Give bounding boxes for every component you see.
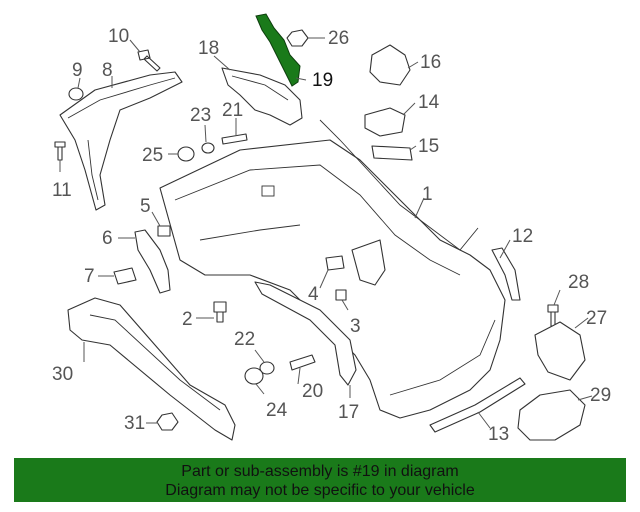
bumper-cover — [159, 119, 506, 419]
callout-21: 21 — [222, 100, 243, 121]
callout-2: 2 — [182, 309, 193, 330]
callout-1: 1 — [422, 184, 433, 205]
info-banner: Part or sub-assembly is #19 in diagram D… — [14, 458, 626, 502]
callout-6: 6 — [102, 228, 113, 249]
bracket-8 — [59, 71, 183, 211]
callout-14: 14 — [418, 92, 440, 113]
callout-3: 3 — [350, 316, 361, 337]
callout-25: 25 — [142, 145, 163, 166]
bracket-19-highlighted — [255, 13, 301, 87]
parts-diagram: 1 2 3 4 5 6 7 8 9 10 11 12 13 14 15 16 1… — [52, 13, 611, 445]
callout-15: 15 — [418, 136, 439, 157]
callout-13: 13 — [488, 424, 509, 445]
callout-31: 31 — [124, 413, 145, 434]
callout-29: 29 — [590, 385, 611, 406]
callout-20: 20 — [302, 381, 323, 402]
callout-30: 30 — [52, 364, 73, 385]
callout-16: 16 — [420, 52, 441, 73]
callout-18: 18 — [198, 38, 219, 59]
callout-19: 19 — [312, 70, 333, 91]
callout-7: 7 — [84, 266, 95, 287]
callout-10: 10 — [108, 26, 129, 47]
callout-28: 28 — [568, 272, 589, 293]
callout-27: 27 — [586, 308, 607, 329]
callout-26: 26 — [328, 28, 349, 49]
callout-23: 23 — [190, 105, 211, 126]
callout-labels: 1 2 3 4 5 6 7 8 9 10 11 12 13 14 15 16 1… — [52, 26, 611, 445]
leader-lines — [59, 37, 593, 429]
callout-24: 24 — [266, 400, 288, 421]
callout-8: 8 — [102, 60, 113, 81]
callout-11: 11 — [52, 180, 72, 201]
callout-9: 9 — [72, 60, 83, 81]
banner-line-2: Diagram may not be specific to your vehi… — [165, 482, 475, 499]
callout-22: 22 — [234, 329, 255, 350]
callout-12: 12 — [512, 226, 533, 247]
callout-17: 17 — [338, 402, 359, 423]
callout-4: 4 — [308, 284, 319, 305]
banner-line-1: Part or sub-assembly is #19 in diagram — [181, 463, 459, 480]
bracket-18 — [221, 67, 303, 126]
callout-5: 5 — [140, 196, 151, 217]
